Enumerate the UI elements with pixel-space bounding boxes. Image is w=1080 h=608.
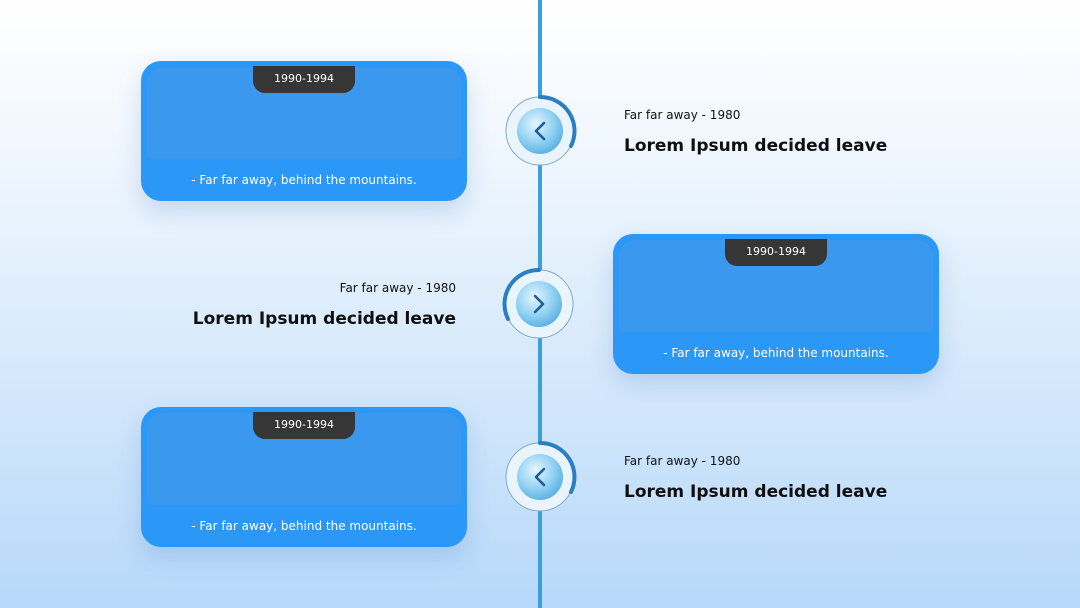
timeline-card-1: 1990-1994 - Far far away, behind the mou… — [141, 61, 467, 201]
info-heading: Lorem Ipsum decided leave — [624, 482, 888, 502]
period-tab: 1990-1994 — [253, 66, 355, 93]
info-date: Far far away - 1980 — [339, 281, 456, 295]
chevron-left-icon — [505, 440, 577, 512]
info-date: Far far away - 1980 — [624, 454, 741, 468]
chevron-right-icon — [502, 267, 574, 339]
chevron-left-icon — [505, 94, 577, 166]
timeline-node-3[interactable] — [500, 437, 580, 517]
timeline-node-2[interactable] — [499, 264, 579, 344]
card-caption: - Far far away, behind the mountains. — [663, 346, 889, 360]
card-caption: - Far far away, behind the mountains. — [191, 173, 417, 187]
info-heading: Lorem Ipsum decided leave — [192, 309, 456, 329]
period-tab: 1990-1994 — [253, 412, 355, 439]
info-heading: Lorem Ipsum decided leave — [624, 136, 888, 156]
timeline-node-1[interactable] — [500, 91, 580, 171]
timeline-card-2: 1990-1994 - Far far away, behind the mou… — [613, 234, 939, 374]
timeline-card-3: 1990-1994 - Far far away, behind the mou… — [141, 407, 467, 547]
card-caption: - Far far away, behind the mountains. — [191, 519, 417, 533]
period-tab: 1990-1994 — [725, 239, 827, 266]
timeline-info-2: Far far away - 1980 Lorem Ipsum decided … — [156, 281, 456, 329]
info-date: Far far away - 1980 — [624, 108, 741, 122]
timeline-info-1: Far far away - 1980 Lorem Ipsum decided … — [624, 108, 924, 156]
timeline-info-3: Far far away - 1980 Lorem Ipsum decided … — [624, 454, 924, 502]
